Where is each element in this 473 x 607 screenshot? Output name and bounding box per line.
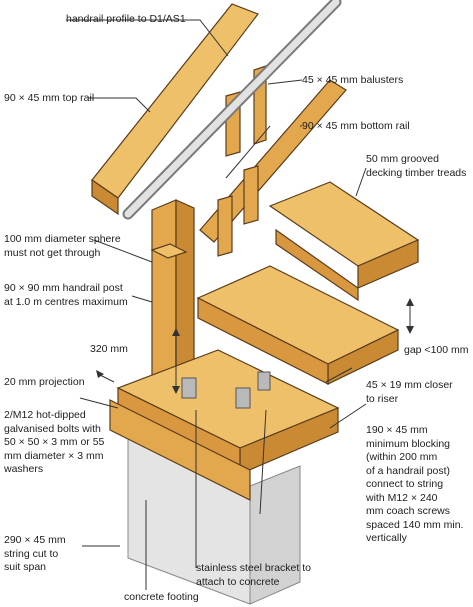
label-top-rail: 90 × 45 mm top rail <box>4 92 95 104</box>
leader-lines <box>66 19 367 590</box>
label-bolts: 2/M12 hot-dipped galvanised bolts with 5… <box>4 409 105 475</box>
label-string: 290 × 45 mm string cut to suit span <box>4 534 66 573</box>
label-handrail-post: 90 × 90 mm handrail post at 1.0 m centre… <box>4 282 128 308</box>
bottom-rail <box>199 79 347 243</box>
top-rail <box>91 3 259 216</box>
dimension-gap <box>406 298 414 334</box>
label-blocking: 190 × 45 mm minimum blocking (within 200… <box>366 424 464 544</box>
label-bottom-rail: 90 × 45 mm bottom rail <box>302 120 410 132</box>
label-treads: 50 mm grooved decking timber treads <box>366 153 467 179</box>
label-projection: 20 mm projection <box>4 376 85 388</box>
label-dimension-320: 320 mm <box>90 343 128 355</box>
stair-string <box>109 399 251 501</box>
dimension-320 <box>172 328 180 394</box>
label-handrail-profile: handrail profile to D1/AS1 <box>66 13 186 25</box>
label-footing: concrete footing <box>124 591 199 603</box>
stair-treads <box>116 181 420 475</box>
label-gap: gap <100 mm <box>404 344 469 356</box>
label-balusters: 45 × 45 mm balusters <box>302 74 404 86</box>
label-bracket: stainless steel bracket to attach to con… <box>196 562 311 588</box>
dimension-projection <box>96 370 115 383</box>
label-closer: 45 × 19 mm closer to riser <box>366 379 453 405</box>
label-sphere: 100 mm diameter sphere must not get thro… <box>4 233 121 259</box>
steel-brackets <box>181 371 271 409</box>
steel-handrail <box>122 0 342 220</box>
